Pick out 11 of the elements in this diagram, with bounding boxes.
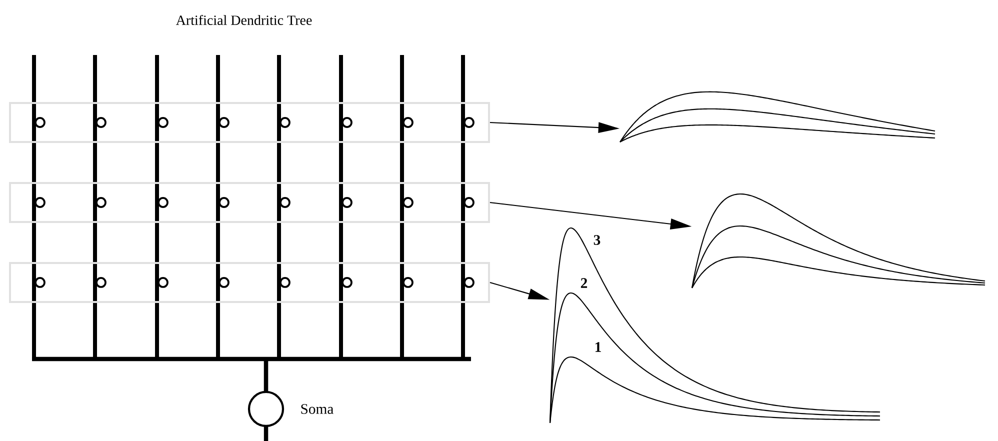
- waveform-plot: [691, 193, 986, 288]
- synapse-row-box: [9, 182, 490, 223]
- synapse-row-box: [9, 102, 490, 143]
- title: Artificial Dendritic Tree: [176, 15, 312, 25]
- synapse-row-box: [9, 262, 490, 303]
- curve-number: 3: [594, 235, 600, 245]
- curve-number: 1: [596, 342, 601, 352]
- waveform-plot: [620, 91, 936, 142]
- soma-label: Soma: [301, 404, 334, 414]
- curve-number: 2: [580, 278, 588, 288]
- waveform-plot: [549, 227, 880, 424]
